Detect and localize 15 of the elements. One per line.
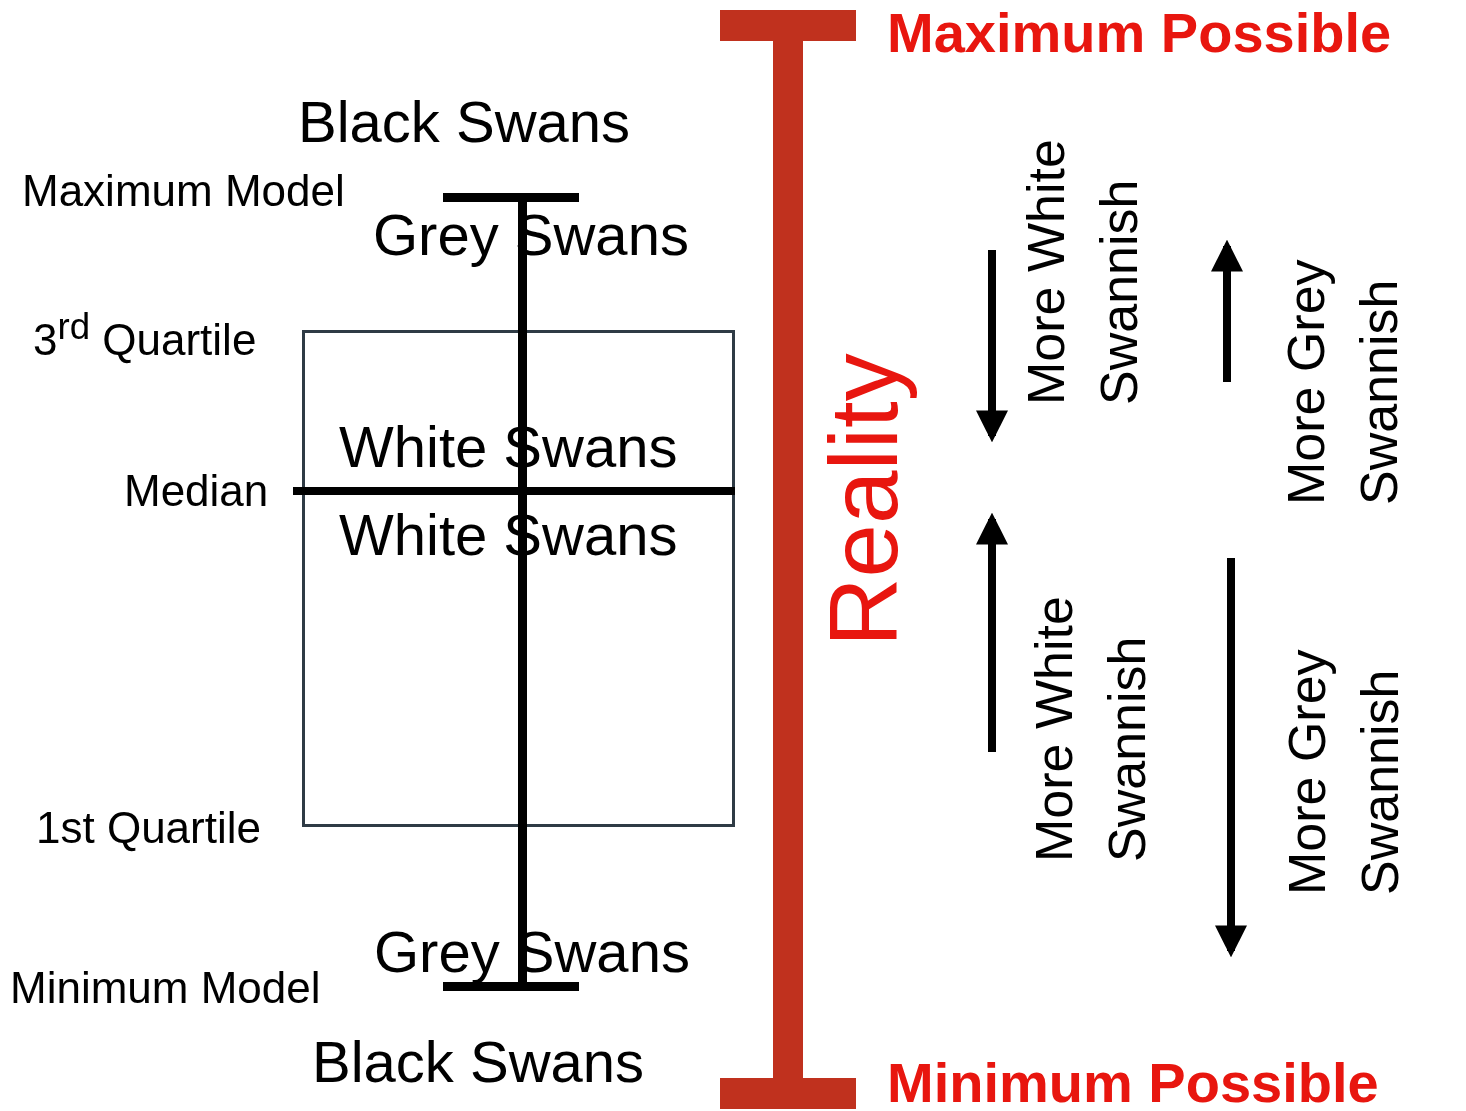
zone-label: Black Swans <box>312 1030 645 1094</box>
range-label: Minimum Possible <box>887 1052 1379 1111</box>
axis-label: 1st Quartile <box>36 804 261 853</box>
axis-label: Minimum Model <box>10 964 321 1013</box>
axis-label: Median <box>124 467 269 516</box>
direction-label: More Grey Swannish <box>1277 648 1410 895</box>
direction-label: More Grey Swannish <box>1276 258 1409 505</box>
axis-label: Maximum Model <box>22 167 345 216</box>
direction-label: More White Swannish <box>1024 595 1157 862</box>
zone-label: Black Swans <box>298 90 631 154</box>
interquartile-box <box>302 330 735 827</box>
range-label: Maximum Possible <box>887 2 1392 64</box>
direction-label: More White Swannish <box>1016 138 1149 405</box>
axis-label: 3$^{rd}$ Quartile <box>33 307 257 365</box>
reality-label: Reality <box>808 353 918 647</box>
